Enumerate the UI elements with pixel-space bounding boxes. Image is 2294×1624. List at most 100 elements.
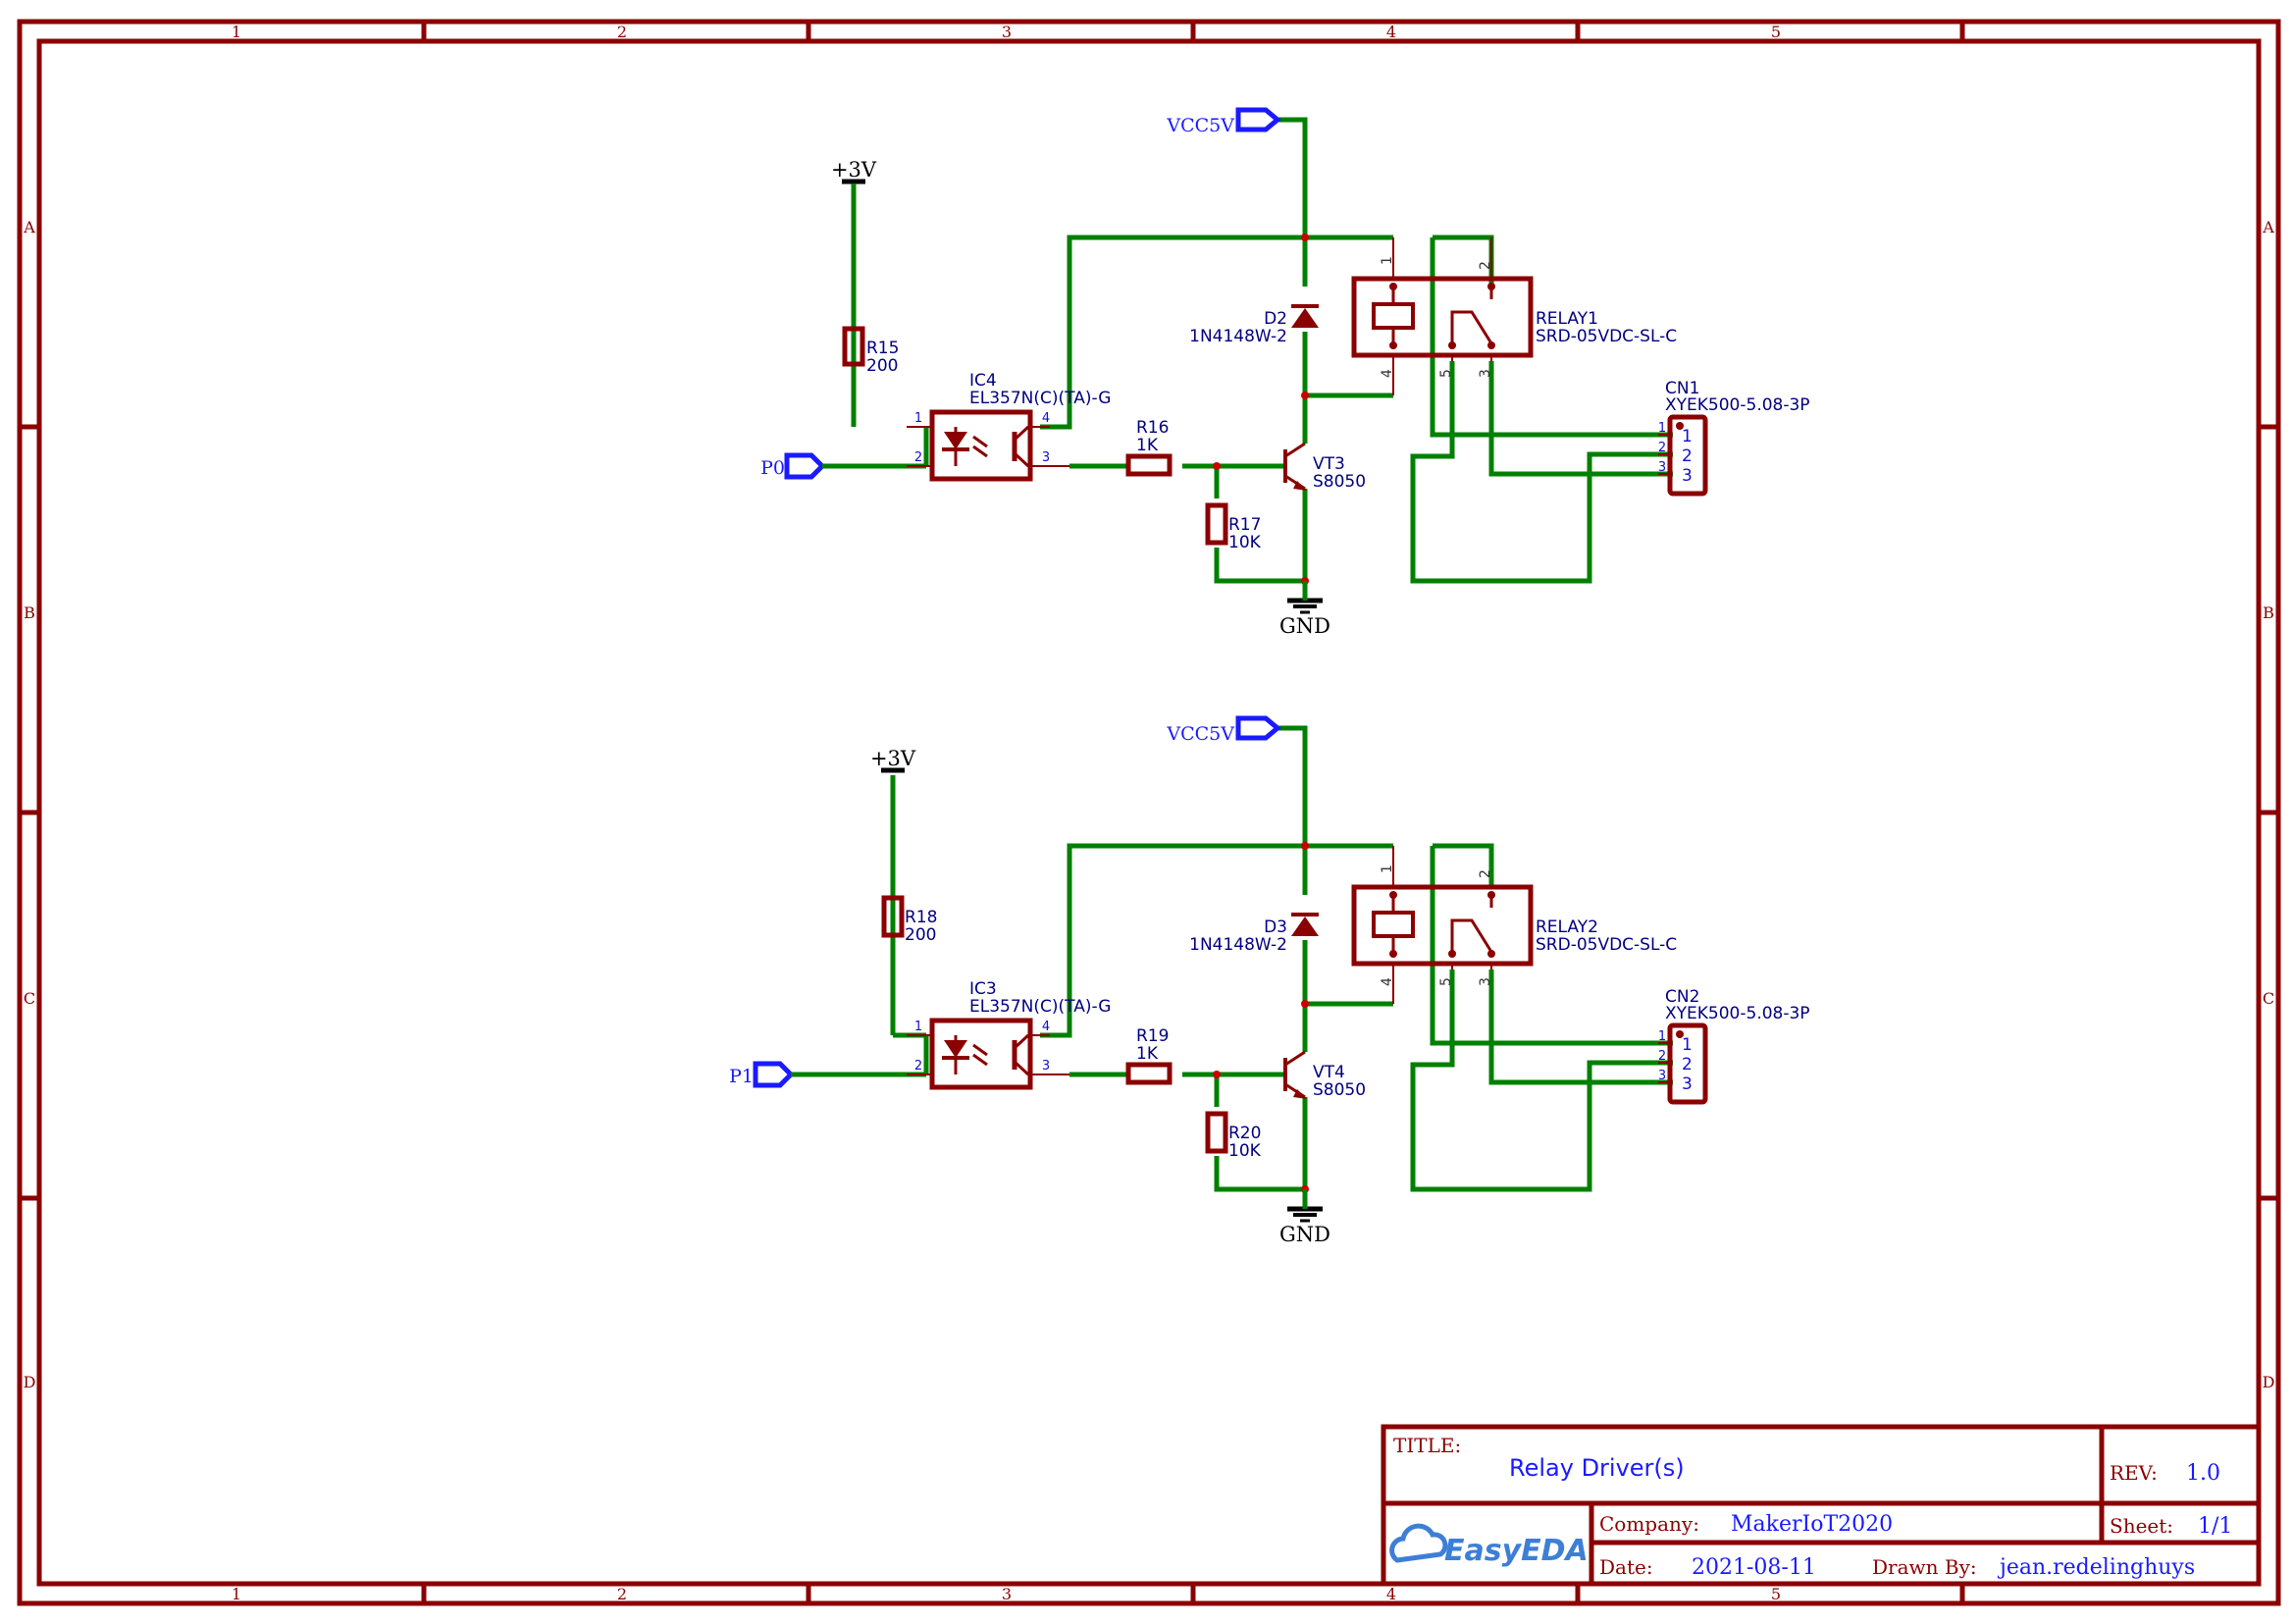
optocoupler-ic3: 1 2 3 4 IC3 EL357N(C)(TA)-G xyxy=(907,979,1111,1090)
drawn-by-key: Drawn By: xyxy=(1872,1555,1977,1579)
row-label: A xyxy=(23,218,35,236)
pin-number: 2 xyxy=(1658,1049,1666,1064)
value-label: SRD-05VDC-SL-C xyxy=(1536,935,1677,955)
gnd-symbol: GND xyxy=(1279,581,1330,638)
sheet-value: 1/1 xyxy=(2198,1514,2232,1539)
row-label: B xyxy=(2263,603,2274,622)
row-label: D xyxy=(24,1373,36,1391)
rev-key: REV: xyxy=(2110,1461,2158,1485)
pin-number: 4 xyxy=(1380,977,1395,986)
pin-number: 1 xyxy=(1682,1035,1693,1055)
net-label-gnd: GND xyxy=(1279,614,1330,638)
ref-label: R16 xyxy=(1136,418,1169,438)
pin-number: 2 xyxy=(1682,1055,1693,1074)
net-label-input: P0 xyxy=(760,457,785,479)
pin-number: 4 xyxy=(1042,411,1050,426)
diode-d2: D2 1N4148W-2 xyxy=(1189,304,1319,346)
wires xyxy=(854,725,1673,1192)
pin-number: 2 xyxy=(914,1059,922,1074)
row-label: C xyxy=(2263,989,2274,1008)
ref-label: D3 xyxy=(1264,917,1287,937)
net-label-vcc5v: VCC5V xyxy=(1166,115,1234,136)
cloud-icon xyxy=(1389,1523,1448,1563)
ref-label: R17 xyxy=(1228,515,1261,535)
rev-value: 1.0 xyxy=(2186,1461,2220,1486)
net-label-input: P1 xyxy=(729,1066,754,1087)
pin-number: 1 xyxy=(1682,427,1693,446)
company-value: MakerIoT2020 xyxy=(1731,1512,1893,1537)
input-port-p1: P1 xyxy=(729,1061,854,1088)
ref-label: D2 xyxy=(1264,309,1287,329)
resistor-r16: R16 1K xyxy=(1125,418,1173,477)
pin-number: 3 xyxy=(1682,1074,1693,1094)
pin-number: 2 xyxy=(1478,869,1493,878)
ref-label: RELAY2 xyxy=(1536,917,1598,937)
connector-cn2: 1 2 3 1 2 3 CN2 XYEK500-5.08-3P xyxy=(1658,987,1810,1105)
value-label: 10K xyxy=(1228,533,1262,552)
easyeda-logo: EasyEDA xyxy=(1389,1523,1589,1568)
resistor-r18: R18 200 xyxy=(881,895,937,945)
input-port-p0: P0 xyxy=(760,452,854,480)
pin-number: 1 xyxy=(1658,421,1666,436)
pin-number: 3 xyxy=(1658,1069,1666,1083)
pin-number: 5 xyxy=(1438,369,1454,378)
value-label: EL357N(C)(TA)-G xyxy=(969,997,1111,1017)
net-label-3v: +3V xyxy=(870,747,916,770)
value-label: XYEK500-5.08-3P xyxy=(1665,1004,1810,1023)
value-label: S8050 xyxy=(1313,472,1366,492)
ref-label: R20 xyxy=(1228,1124,1261,1143)
row-label: B xyxy=(24,603,35,622)
date-key: Date: xyxy=(1599,1555,1653,1579)
company-key: Company: xyxy=(1599,1512,1699,1536)
pin-number: 2 xyxy=(1478,261,1493,270)
net-label-gnd: GND xyxy=(1279,1223,1330,1246)
value-label: 200 xyxy=(905,925,936,945)
drawn-by-value: jean.redelinghuys xyxy=(1997,1555,2195,1580)
relay-relay1: 1 2 4 5 3 RELAY1 SRD-05VDC-SL-C xyxy=(1351,237,1677,395)
plus-3v-symbol: +3V xyxy=(870,747,916,773)
resistor-r17: R17 10K xyxy=(1205,502,1262,552)
pin-number: 3 xyxy=(1682,466,1693,486)
value-label: 1N4148W-2 xyxy=(1189,327,1287,346)
row-ticks xyxy=(20,424,2278,1201)
row-label: C xyxy=(24,989,35,1008)
value-label: 1K xyxy=(1136,1044,1159,1064)
column-ticks xyxy=(421,22,1965,1603)
pin-number: 4 xyxy=(1042,1020,1050,1034)
pin-number: 3 xyxy=(1478,977,1493,986)
col-label: 5 xyxy=(1771,23,1781,41)
ref-label: VT4 xyxy=(1313,1063,1345,1082)
wires xyxy=(851,117,1673,584)
pin-number: 1 xyxy=(1380,256,1395,265)
ref-label: RELAY1 xyxy=(1536,309,1598,329)
net-label-3v: +3V xyxy=(831,158,877,182)
column-labels: 1 2 3 4 5 1 2 3 4 5 xyxy=(232,23,1781,1603)
value-label: XYEK500-5.08-3P xyxy=(1665,395,1810,415)
optocoupler-ic4: 1 2 3 4 IC4 EL357N(C)(TA)-G xyxy=(907,371,1111,482)
resistor-r20: R20 10K xyxy=(1205,1111,1262,1161)
col-label: 1 xyxy=(232,23,241,41)
logo-text: EasyEDA xyxy=(1444,1534,1589,1568)
col-label: 4 xyxy=(1386,23,1396,41)
row-label: A xyxy=(2262,218,2274,236)
pin-number: 1 xyxy=(914,411,922,426)
pin-number: 2 xyxy=(1682,446,1693,466)
ref-label: VT3 xyxy=(1313,454,1345,474)
value-label: EL357N(C)(TA)-G xyxy=(969,389,1111,408)
pin-number: 2 xyxy=(1658,441,1666,455)
ref-label: R18 xyxy=(905,908,937,927)
col-label: 5 xyxy=(1771,1585,1781,1603)
transistor-vt4: VT4 S8050 xyxy=(1283,1050,1366,1100)
relay-relay2: 1 2 4 5 3 RELAY2 SRD-05VDC-SL-C xyxy=(1351,846,1677,1004)
pin-number: 4 xyxy=(1380,369,1395,378)
row-labels: A B C D A B C D xyxy=(23,218,2274,1391)
pin-number: 3 xyxy=(1042,1059,1050,1074)
vcc5v-symbol: VCC5V xyxy=(1166,107,1281,136)
title-value: Relay Driver(s) xyxy=(1509,1454,1685,1482)
gnd-symbol: GND xyxy=(1279,1189,1330,1246)
diode-d3: D3 1N4148W-2 xyxy=(1189,913,1319,955)
title-key: TITLE: xyxy=(1393,1434,1461,1457)
col-label: 4 xyxy=(1386,1585,1396,1603)
transistor-vt3: VT3 S8050 xyxy=(1283,442,1366,492)
